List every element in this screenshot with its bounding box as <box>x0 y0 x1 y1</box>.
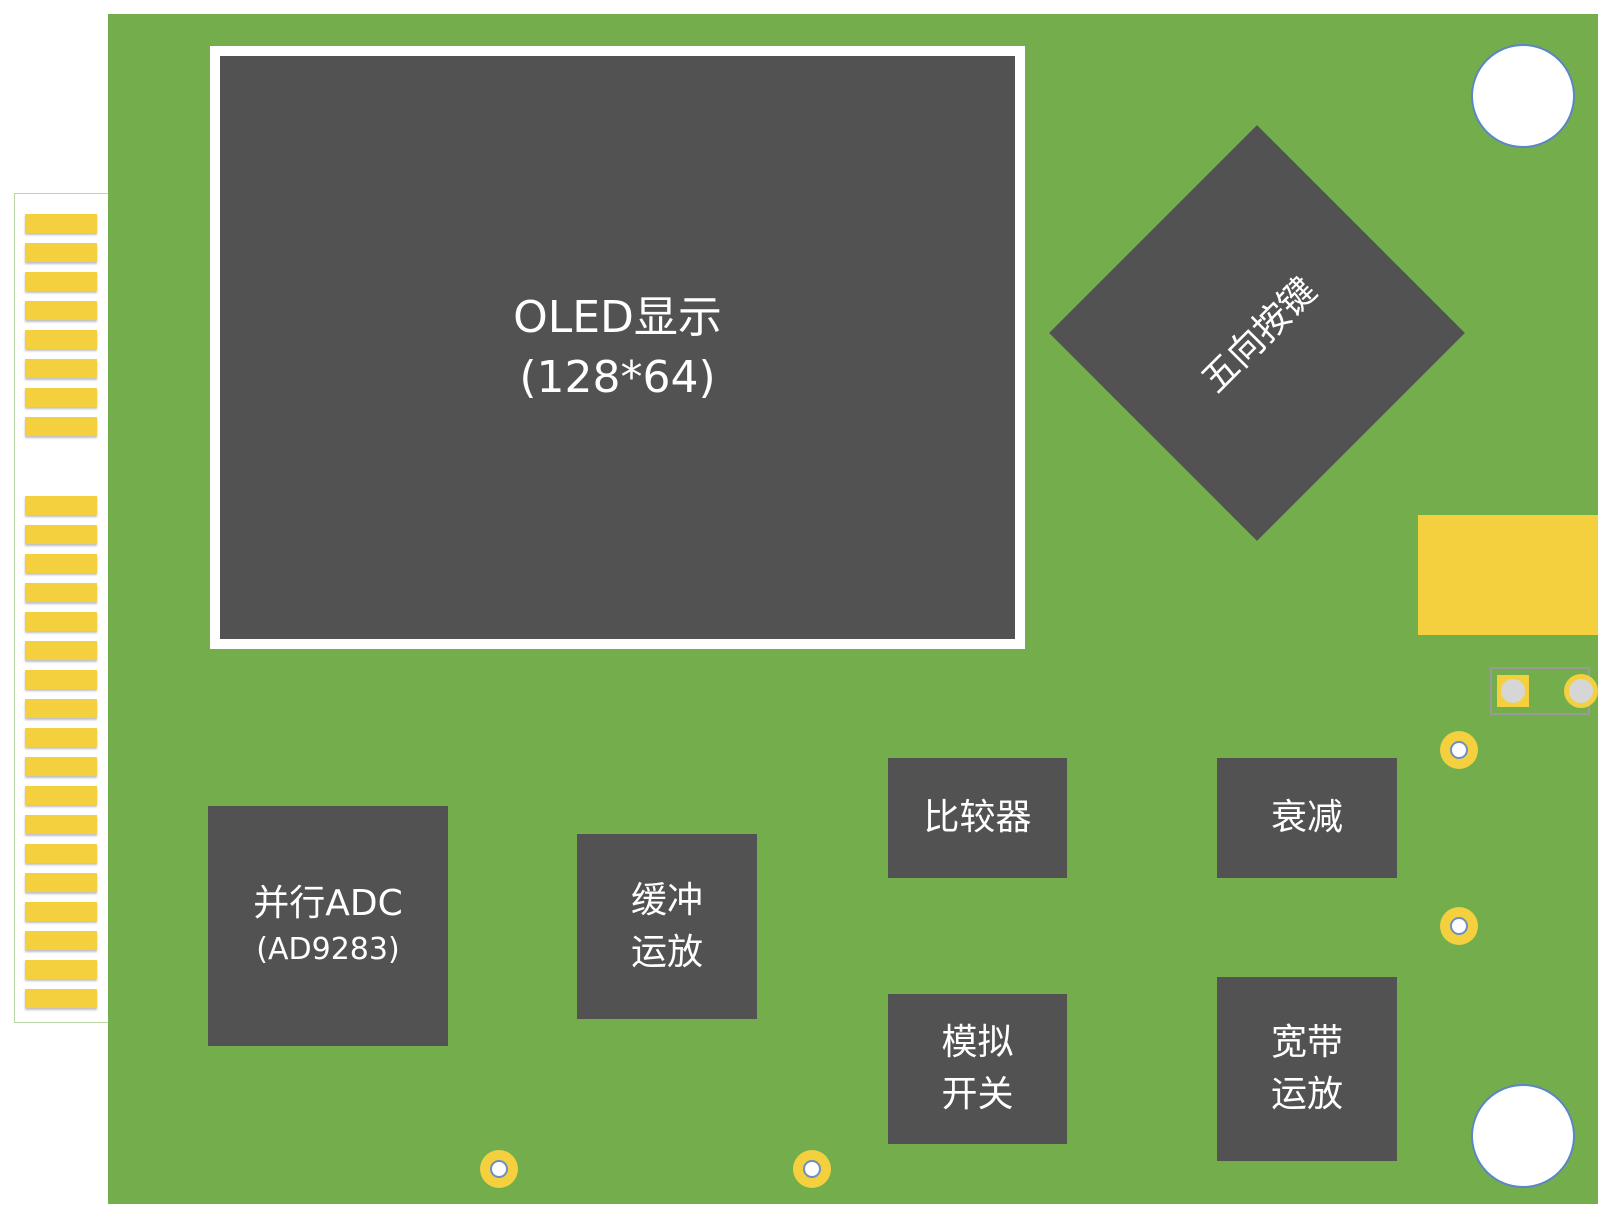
gold-finger <box>25 525 97 544</box>
comparator-label: 比较器 <box>923 797 1032 838</box>
via-1 <box>1440 731 1478 769</box>
oled-label: OLED显示 <box>513 291 722 343</box>
gold-finger <box>25 786 97 805</box>
gold-finger <box>25 272 97 291</box>
buffer-amp-line1: 缓冲 <box>630 879 703 921</box>
usb-pad <box>1418 515 1598 635</box>
gold-finger <box>25 301 97 320</box>
adc-part-number: (AD9283) <box>256 932 400 967</box>
gold-finger <box>25 214 97 233</box>
attenuator-chip: 衰减 <box>1217 758 1397 878</box>
gold-finger <box>25 844 97 863</box>
via-3 <box>480 1150 518 1188</box>
parallel-adc-chip: 并行ADC (AD9283) <box>208 806 448 1046</box>
header-pin2-pad <box>1564 674 1598 708</box>
buffer-amp-chip: 缓冲 运放 <box>577 834 757 1019</box>
gold-finger <box>25 554 97 573</box>
gold-finger <box>25 757 97 776</box>
gold-finger <box>25 388 97 407</box>
via-2-drill <box>1450 917 1468 935</box>
attenuator-label: 衰减 <box>1270 797 1343 838</box>
oled-display: OLED显示 (128*64) <box>220 56 1015 639</box>
buffer-amp-line2: 运放 <box>630 931 703 973</box>
gold-finger <box>25 699 97 718</box>
analog-switch-chip: 模拟 开关 <box>888 994 1067 1144</box>
gold-finger <box>25 330 97 349</box>
mounting-hole-bottom <box>1471 1084 1575 1188</box>
gold-finger <box>25 728 97 747</box>
gold-finger <box>25 989 97 1008</box>
gold-finger <box>25 496 97 515</box>
gold-finger <box>25 873 97 892</box>
gold-finger <box>25 931 97 950</box>
edge-connector <box>14 193 108 1023</box>
header-pin2 <box>1569 679 1593 703</box>
gold-finger <box>25 641 97 660</box>
via-4 <box>793 1150 831 1188</box>
gold-finger <box>25 583 97 602</box>
header-pin1 <box>1501 679 1525 703</box>
gold-finger <box>25 670 97 689</box>
via-3-drill <box>490 1160 508 1178</box>
via-4-drill <box>803 1160 821 1178</box>
gold-finger <box>25 359 97 378</box>
gold-finger <box>25 815 97 834</box>
wideband-amp-line2: 运放 <box>1270 1074 1343 1115</box>
gold-finger <box>25 612 97 631</box>
via-2 <box>1440 907 1478 945</box>
oled-resolution: (128*64) <box>519 351 716 403</box>
analog-switch-line1: 模拟 <box>941 1022 1014 1063</box>
gold-finger <box>25 243 97 262</box>
gold-finger <box>25 417 97 436</box>
gold-finger <box>25 960 97 979</box>
analog-switch-line2: 开关 <box>941 1074 1014 1115</box>
wideband-amp-line1: 宽带 <box>1270 1022 1343 1063</box>
adc-label: 并行ADC <box>253 883 403 924</box>
gold-finger <box>25 902 97 921</box>
via-1-drill <box>1450 741 1468 759</box>
comparator-chip: 比较器 <box>888 758 1067 878</box>
wideband-amp-chip: 宽带 运放 <box>1217 977 1397 1161</box>
mounting-hole-top <box>1471 44 1575 148</box>
